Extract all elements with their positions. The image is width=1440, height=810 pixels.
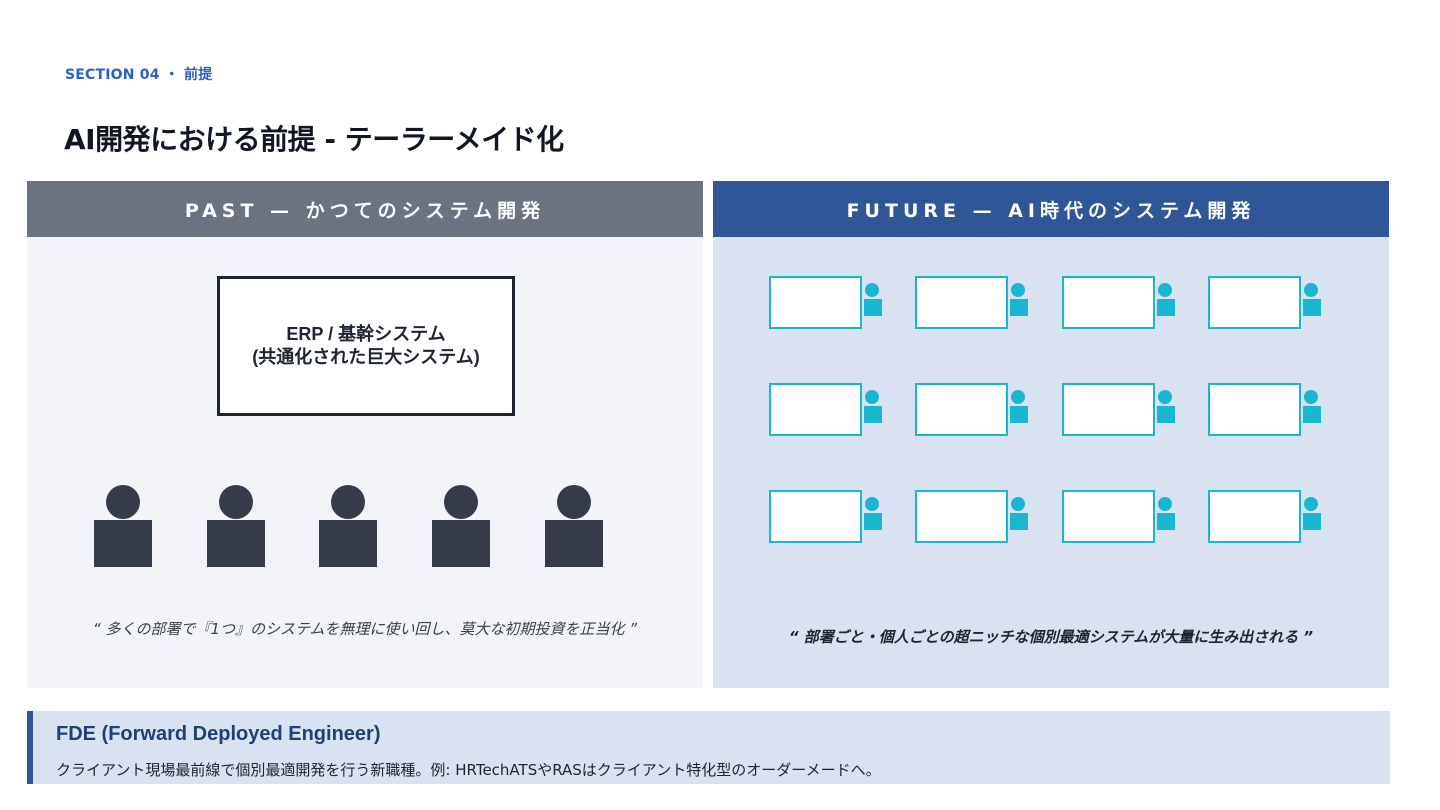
person-icon [94,485,152,567]
monitor-user-icon [915,490,1029,544]
future-panel-heading: FUTURE — AI時代のシステム開発 [713,181,1389,237]
erp-system-box: ERP / 基幹システム (共通化された巨大システム) [217,276,515,416]
monitor-user-icon [769,490,883,544]
past-panel-heading: PAST — かつてのシステム開発 [27,181,703,237]
monitor-user-icon [1062,490,1176,544]
fde-note: FDE (Forward Deployed Engineer) クライアント現場… [27,711,1390,784]
monitor-user-icon [769,276,883,330]
fde-note-text: クライアント現場最前線で個別最適開発を行う新職種。例: HRTechATSやRA… [56,761,881,779]
page-title: AI開発における前提 - テーラーメイド化 [64,123,564,156]
monitor-user-icon [915,383,1029,437]
person-icon [207,485,265,567]
future-panel: FUTURE — AI時代のシステム開発 “ 部署ごと・個人ごとの超ニッチな個別… [713,181,1389,688]
monitor-user-icon [1208,276,1322,330]
monitor-user-icon [769,383,883,437]
person-icon [319,485,377,567]
person-icon [432,485,490,567]
future-quote: “ 部署ごと・個人ごとの超ニッチな個別最適システムが大量に生み出される ” [788,628,1314,646]
monitor-user-icon [915,276,1029,330]
monitor-user-icon [1062,383,1176,437]
section-eyebrow: SECTION 04 ・ 前提 [65,67,213,83]
monitor-user-icon [1062,276,1176,330]
person-icon [545,485,603,567]
fde-note-title: FDE (Forward Deployed Engineer) [56,723,381,745]
erp-box-subtitle: (共通化された巨大システム) [252,347,480,367]
past-quote: “ 多くの部署で『1つ』のシステムを無理に使い回し、莫大な初期投資を正当化 ” [92,620,638,638]
monitor-user-icon [1208,383,1322,437]
monitor-user-icon [1208,490,1322,544]
erp-box-title: ERP / 基幹システム [286,324,446,344]
past-panel: PAST — かつてのシステム開発 ERP / 基幹システム (共通化された巨大… [27,181,703,688]
